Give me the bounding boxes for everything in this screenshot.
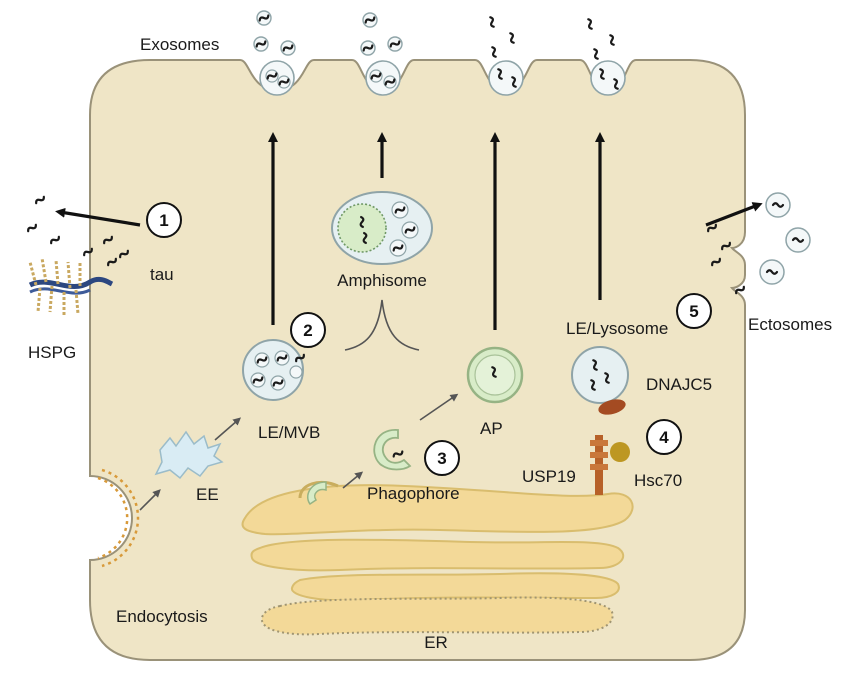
label-er: ER [424,633,448,652]
cell-membrane [89,59,746,661]
label-phagophore: Phagophore [367,484,460,503]
label-exosomes: Exosomes [140,35,219,54]
label-dnajc5: DNAJC5 [646,375,712,394]
label-tau: tau [150,265,174,284]
endoplasmic-reticulum [241,481,634,636]
step-2-number: 2 [303,321,312,340]
label-ectosomes: Ectosomes [748,315,832,334]
dnajc5-protein [598,399,626,415]
step-4-number: 4 [659,428,669,447]
ectosomes [705,192,811,296]
early-endosome [154,430,224,480]
step-3-number: 3 [437,449,446,468]
amphisome-vesicle [331,191,433,265]
label-usp19: USP19 [522,467,576,486]
le-mvb-vesicle [242,339,307,401]
trafficking-arrows [139,299,459,511]
usp19-protein [590,435,608,495]
endocytosis-pit [97,468,140,568]
step-5-number: 5 [689,302,698,321]
step-1-number: 1 [159,211,168,230]
le-lysosome-vesicle [571,346,629,404]
label-le-mvb: LE/MVB [258,423,320,442]
secretion-arrows [55,132,763,330]
hspg-molecules [28,257,114,316]
exosomes-released [253,10,403,89]
autophagosome [466,346,524,404]
label-ap: AP [480,419,503,438]
label-le-lysosome: LE/Lysosome [566,319,668,338]
small-phagophore [306,481,327,506]
phagophore [373,429,412,471]
label-ee: EE [196,485,219,504]
label-hspg: HSPG [28,343,76,362]
step-markers: 1 2 3 4 5 [146,202,712,476]
label-hsc70: Hsc70 [634,471,682,490]
label-endocytosis: Endocytosis [116,607,208,626]
hsc70-protein [610,442,630,462]
label-amphisome: Amphisome [337,271,427,290]
